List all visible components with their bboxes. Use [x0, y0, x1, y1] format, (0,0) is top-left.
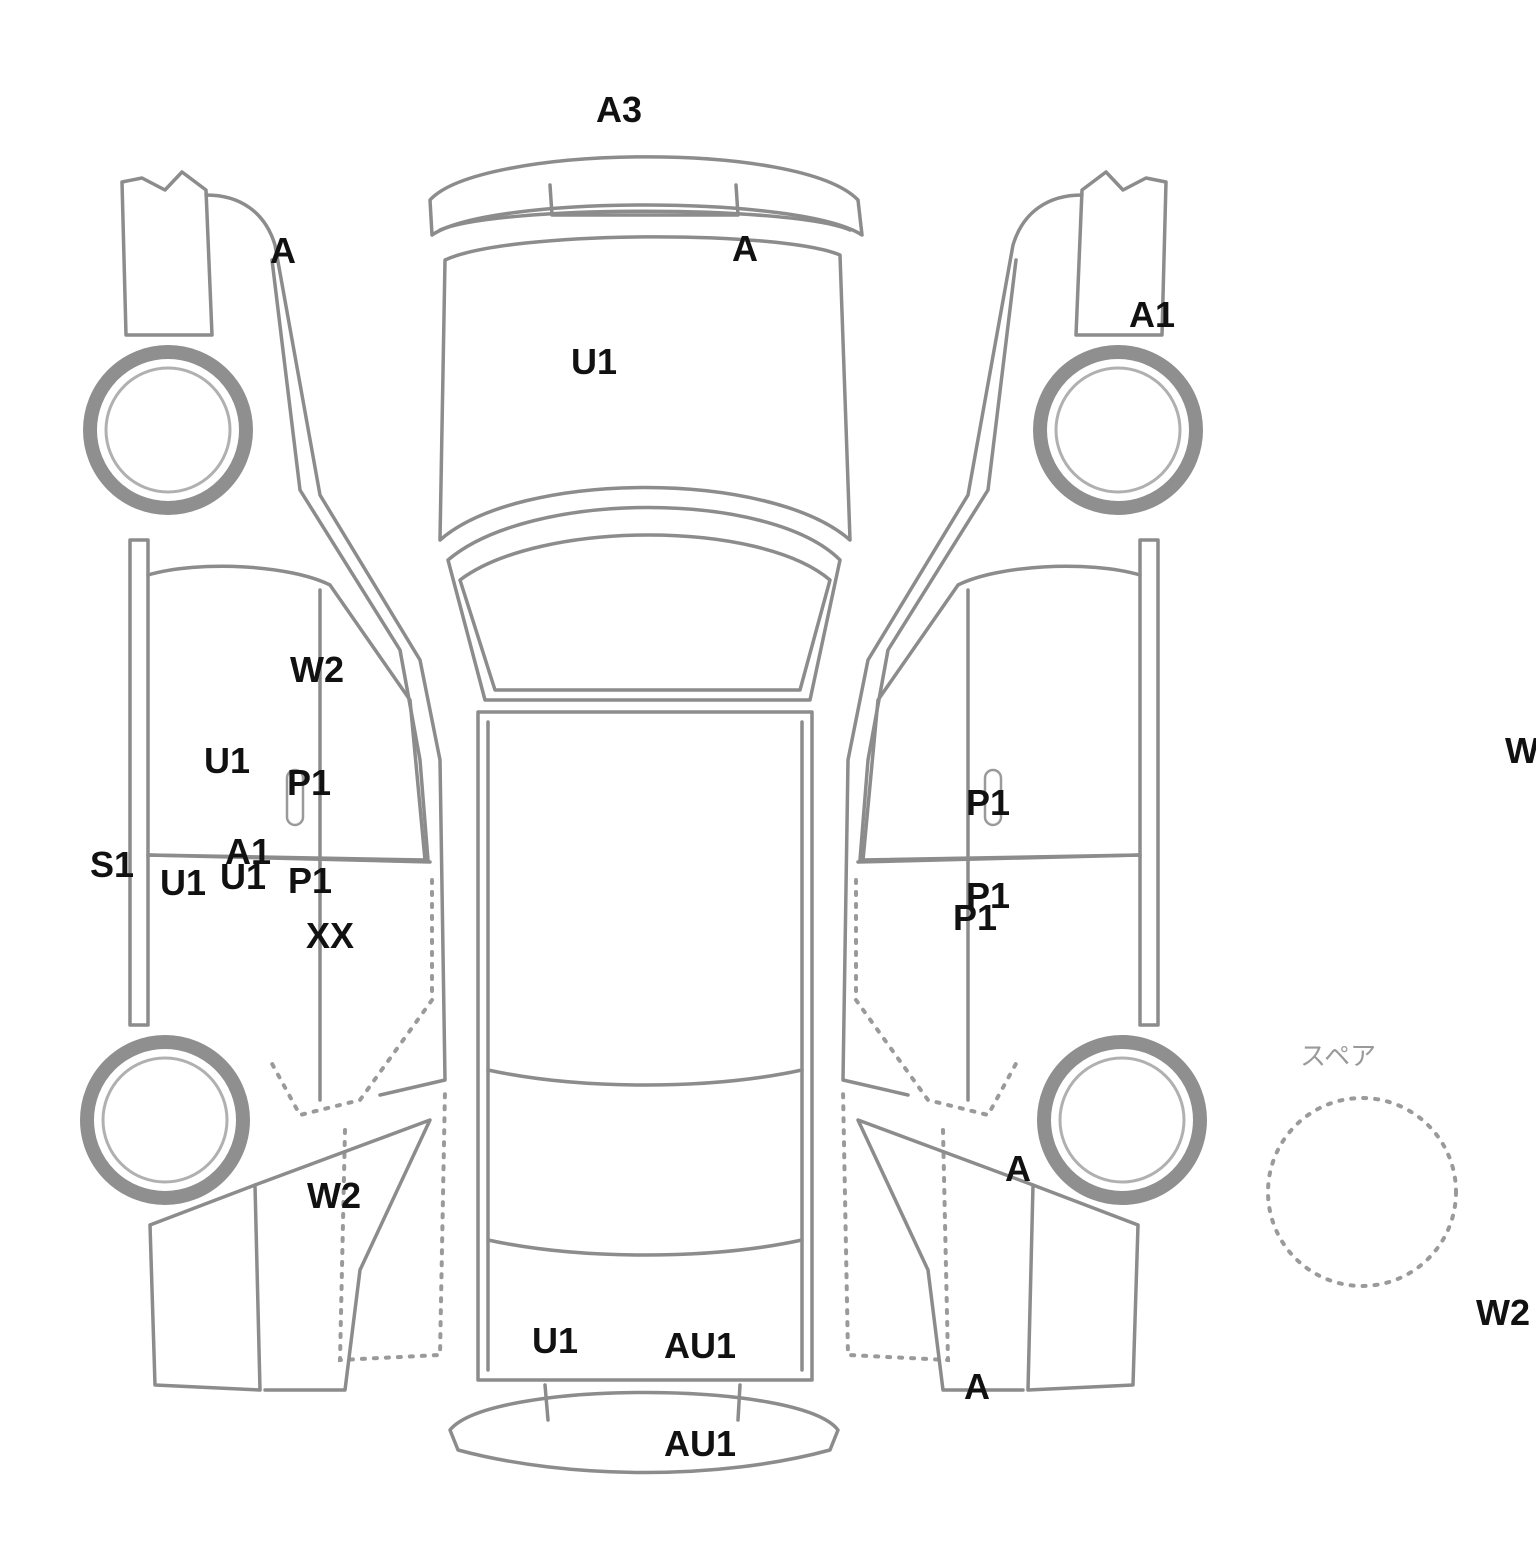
- damage-mark-rear-bumper: AU1: [663, 1423, 737, 1464]
- damage-mark-edge-w: W: [1505, 730, 1536, 771]
- damage-mark-left-rear-a1: A1: [224, 831, 272, 872]
- damage-mark-left-front-door: W2: [290, 649, 344, 690]
- damage-mark-right-front-fender: A1: [1128, 294, 1176, 335]
- damage-mark-hood: U1: [570, 341, 618, 382]
- left-side-view: [80, 170, 447, 1392]
- spare-tire-outline: [1266, 1096, 1458, 1288]
- damage-mark-spare-w2: W2: [1476, 1292, 1530, 1333]
- damage-mark-left-sill: S1: [89, 844, 135, 885]
- damage-mark-right-door-handle: P1: [965, 782, 1011, 823]
- damage-mark-right-rear-p1-a: P1: [965, 875, 1011, 916]
- damage-mark-right-rear-bumper: A: [964, 1366, 990, 1407]
- damage-mark-left-door-center: U1: [203, 740, 251, 781]
- damage-mark-left-rear-p1: P1: [287, 860, 333, 901]
- right-side-view: [841, 170, 1207, 1392]
- damage-mark-right-rear-p1-b: P1: [952, 897, 998, 938]
- top-view: [428, 155, 864, 1475]
- damage-mark-left-rear-fender: W2: [307, 1175, 361, 1216]
- damage-mark-roof: A3: [595, 89, 643, 130]
- damage-mark-left-rear-u1-b: U1: [219, 856, 267, 897]
- damage-mark-left-door-handle: P1: [286, 762, 332, 803]
- damage-mark-trunk-right: AU1: [663, 1325, 737, 1366]
- spare-tire-label: スペア: [1300, 1042, 1377, 1072]
- damage-mark-right-rear-fender: A: [1005, 1148, 1031, 1189]
- damage-mark-hood-right: A: [732, 228, 758, 269]
- damage-mark-trunk-left: U1: [531, 1320, 579, 1361]
- damage-mark-left-rear-xx: XX: [305, 915, 355, 956]
- damage-mark-left-rear-u1-a: U1: [159, 862, 207, 903]
- damage-mark-left-front-fender: A: [270, 230, 296, 271]
